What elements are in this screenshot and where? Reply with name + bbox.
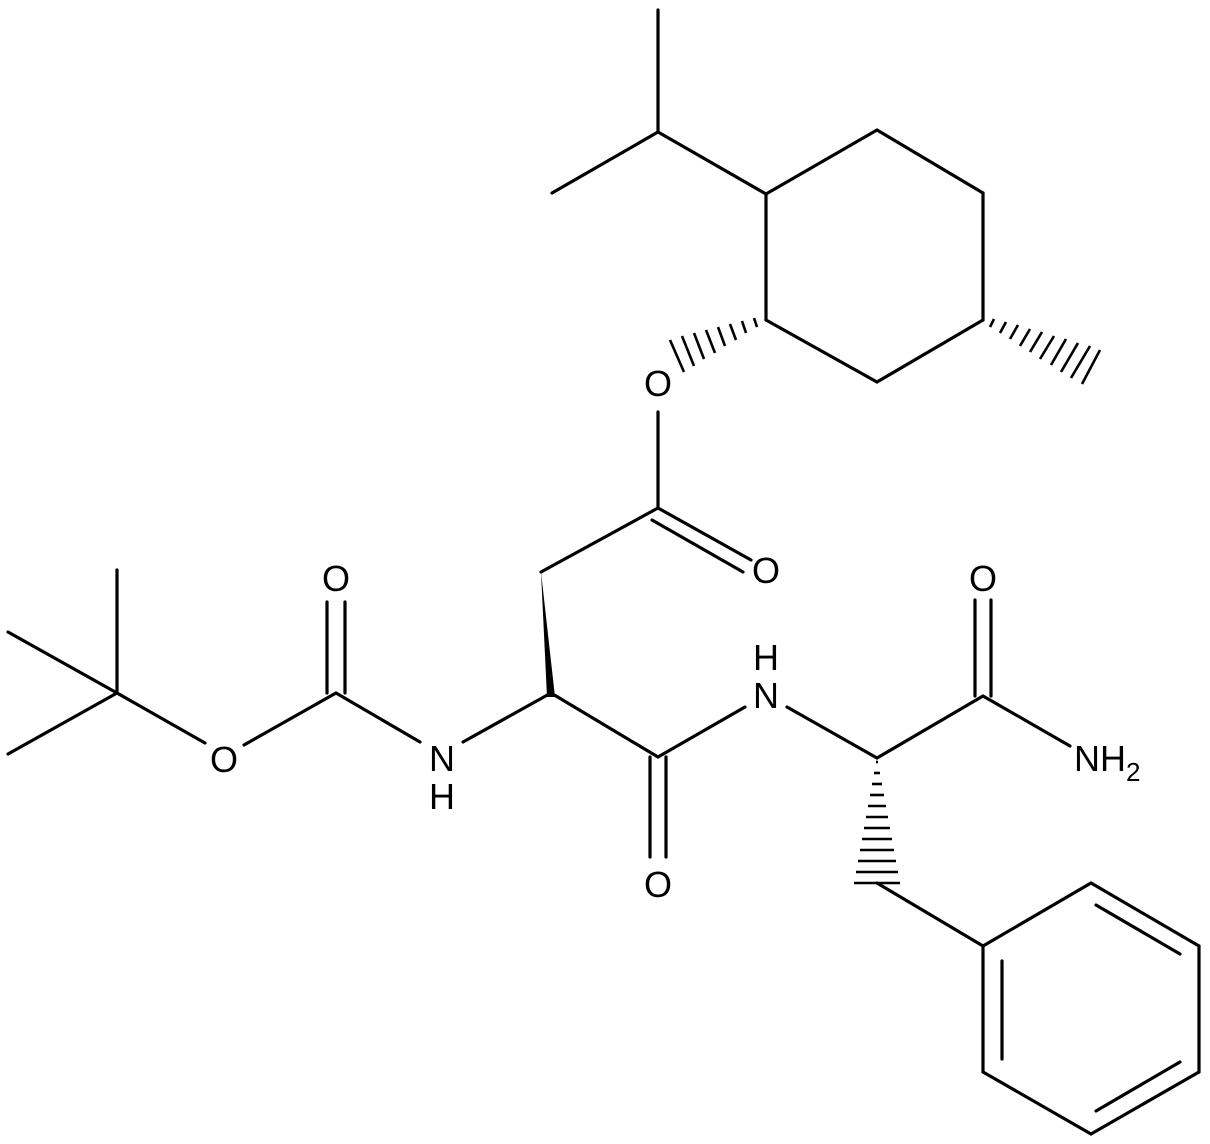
aspartyl-amide: O H N [549,637,879,905]
atom-label: O [752,550,780,591]
hashed-bond-ester-o [668,317,768,373]
bond [981,694,1072,748]
wedge-bond [541,572,555,697]
bond [334,691,422,744]
bond [550,130,660,195]
bond [764,318,879,384]
ester-group: O O [539,363,780,591]
hashed-bond-benzyl [854,760,900,885]
bond [6,630,119,695]
bond [656,130,768,196]
bond [981,1070,1093,1136]
benzene-ring [981,881,1201,1136]
bond [656,506,753,562]
bond [1094,903,1182,956]
hashed-bond-methyl [981,318,1102,385]
atom-label: O [969,558,997,599]
bond [6,691,119,756]
atom-label: H [429,776,455,817]
atom-label: N [753,675,779,716]
bond [115,691,207,745]
atom-label: O [644,363,672,404]
bond [875,694,985,760]
bond [539,506,660,574]
bond [981,881,1093,948]
bond [785,705,879,760]
bond [549,691,660,759]
bond [242,691,338,747]
atom-label: O [322,558,350,599]
atom-label: H [753,637,779,678]
atom-label: O [210,739,238,780]
bond [875,881,985,948]
bond [1089,1070,1201,1136]
bond [764,128,879,196]
bond [461,691,553,744]
bond [650,518,745,574]
boc-group: O O N H [6,558,553,817]
bond [1094,1060,1182,1113]
atom-label: NH2 [1074,738,1140,787]
bond [656,705,747,759]
bond [1089,881,1201,948]
menthyl-group [550,8,1102,385]
bond [875,318,985,384]
atom-label: N [429,738,455,779]
phenylalanine-amide: O NH2 [854,558,1201,1136]
atom-label: O [644,864,672,905]
bond [875,128,985,195]
